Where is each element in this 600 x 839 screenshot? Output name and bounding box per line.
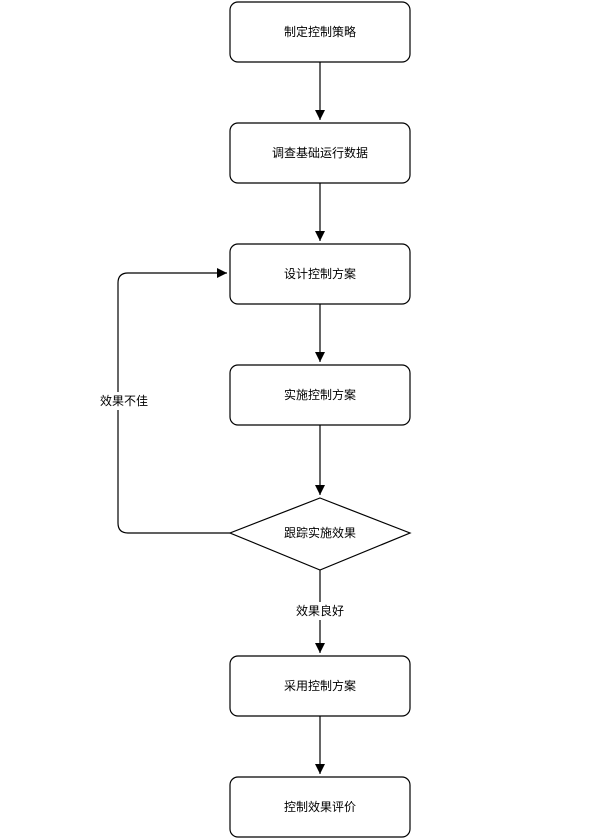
node-label: 实施控制方案: [284, 387, 356, 402]
edge-label-bg-poor: [90, 392, 152, 410]
node-implement-plan[interactable]: 实施控制方案: [229, 364, 411, 426]
node-track-effect-decision[interactable]: 跟踪实施效果: [228, 497, 412, 571]
edge-label-good: 效果良好: [296, 603, 344, 618]
edge-labels: 效果良好 效果不佳: [90, 392, 351, 620]
node-adopt-plan[interactable]: 采用控制方案: [229, 655, 411, 717]
node-label: 设计控制方案: [284, 266, 356, 281]
node-design-plan[interactable]: 设计控制方案: [229, 243, 411, 305]
node-label: 采用控制方案: [284, 678, 356, 693]
node-formulate-strategy[interactable]: 制定控制策略: [229, 1, 411, 63]
node-label: 调查基础运行数据: [272, 145, 368, 160]
edge-label-bg-good: [289, 602, 351, 620]
node-label: 制定控制策略: [284, 24, 356, 39]
node-label: 跟踪实施效果: [284, 525, 356, 540]
node-label: 控制效果评价: [284, 799, 356, 814]
node-evaluate-effect[interactable]: 控制效果评价: [229, 776, 411, 838]
edge-label-poor: 效果不佳: [100, 393, 148, 408]
node-survey-data[interactable]: 调查基础运行数据: [229, 122, 411, 184]
